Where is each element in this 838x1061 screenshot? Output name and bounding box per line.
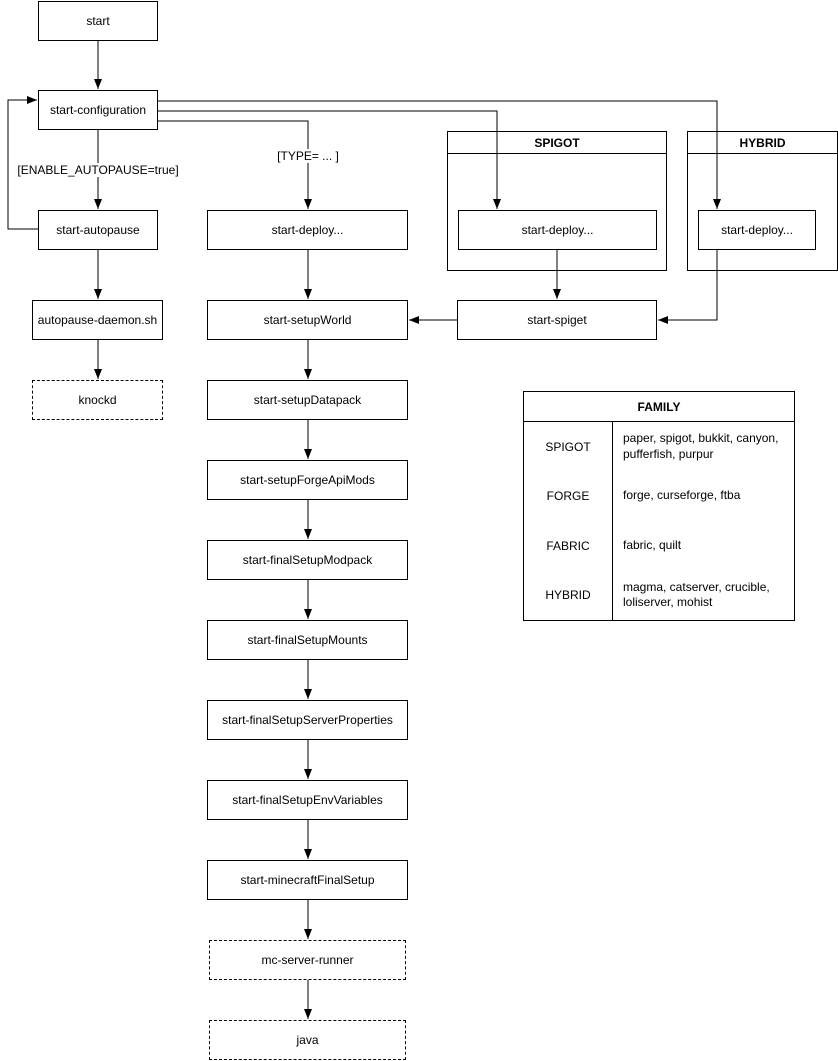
- family-key-forge: FORGE: [524, 471, 613, 521]
- family-members-forge: forge, curseforge, ftba: [623, 488, 741, 503]
- node-start-configuration: start-configuration: [38, 90, 158, 130]
- container-hybrid: HYBRID: [687, 131, 838, 271]
- container-hybrid-title: HYBRID: [688, 132, 837, 154]
- node-hybrid-start-deploy: start-deploy...: [698, 210, 816, 250]
- edge-label-type: [TYPE= ... ]: [276, 149, 340, 163]
- family-members-fabric: fabric, quilt: [623, 537, 682, 552]
- node-start-setup-forge-api-mods: start-setupForgeApiMods: [207, 460, 408, 500]
- family-row-hybrid: HYBRID magma, catserver, crucible, lolis…: [524, 570, 794, 620]
- node-autopause-daemon: autopause-daemon.sh: [32, 300, 163, 340]
- node-java: java: [209, 1020, 406, 1060]
- node-start-final-setup-server-properties: start-finalSetupServerProperties: [207, 700, 408, 740]
- node-start-final-setup-mounts: start-finalSetupMounts: [207, 620, 408, 660]
- family-row-forge: FORGE forge, curseforge, ftba: [524, 471, 794, 521]
- container-spigot-title: SPIGOT: [448, 132, 666, 154]
- node-start-autopause: start-autopause: [38, 210, 158, 250]
- node-start-setup-datapack: start-setupDatapack: [207, 380, 408, 420]
- family-key-spigot: SPIGOT: [524, 422, 613, 472]
- edge-label-enable-autopause: [ENABLE_AUTOPAUSE=true]: [17, 163, 179, 177]
- node-spigot-start-deploy: start-deploy...: [458, 210, 657, 250]
- family-key-hybrid: HYBRID: [524, 570, 613, 620]
- family-table-title: FAMILY: [524, 392, 794, 422]
- family-row-spigot: SPIGOT paper, spigot, bukkit, canyon, pu…: [524, 422, 794, 472]
- node-start-spiget: start-spiget: [457, 300, 657, 340]
- family-members-hybrid: magma, catserver, crucible, loliserver, …: [623, 579, 770, 610]
- family-key-fabric: FABRIC: [524, 521, 613, 571]
- family-row-fabric: FABRIC fabric, quilt: [524, 521, 794, 571]
- container-spigot: SPIGOT: [447, 131, 667, 271]
- node-start-minecraft-final-setup: start-minecraftFinalSetup: [207, 860, 408, 900]
- node-start-final-setup-env-variables: start-finalSetupEnvVariables: [207, 780, 408, 820]
- node-mc-server-runner: mc-server-runner: [209, 940, 406, 980]
- family-members-spigot: paper, spigot, bukkit, canyon, pufferfis…: [623, 431, 779, 461]
- node-start-setup-world: start-setupWorld: [207, 300, 408, 340]
- node-knockd: knockd: [32, 380, 163, 420]
- node-start-deploy: start-deploy...: [207, 210, 408, 250]
- node-start: start: [38, 1, 158, 41]
- family-table-body: SPIGOT paper, spigot, bukkit, canyon, pu…: [524, 422, 794, 620]
- node-start-final-setup-modpack: start-finalSetupModpack: [207, 540, 408, 580]
- family-table: FAMILY SPIGOT paper, spigot, bukkit, can…: [523, 391, 795, 621]
